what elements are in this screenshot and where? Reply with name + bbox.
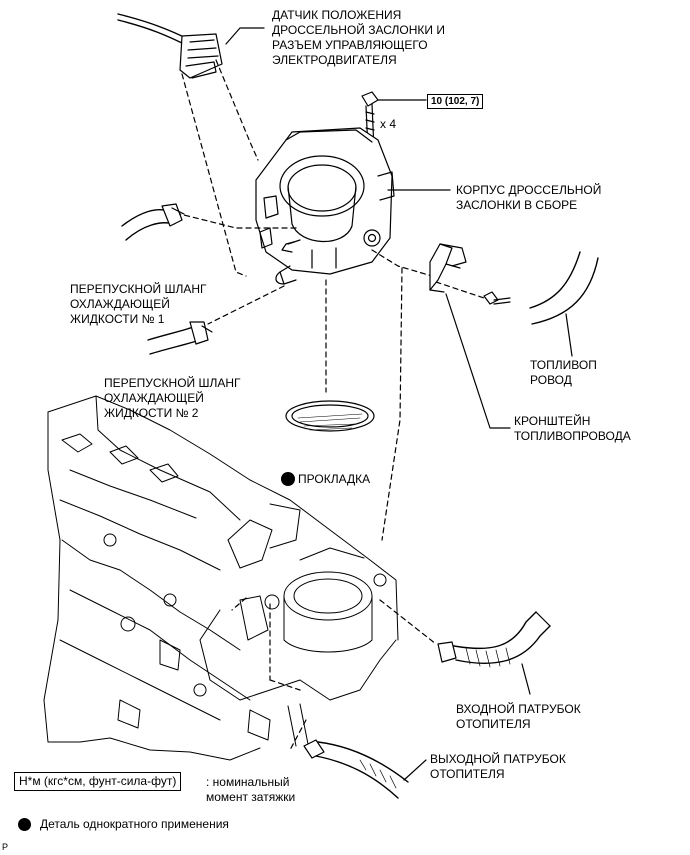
dash-tb-4 xyxy=(381,267,403,541)
dash-tb-6 xyxy=(435,281,485,299)
dash-tb-3 xyxy=(371,249,433,277)
fuel-pipe-drawing xyxy=(529,251,599,325)
legend-non-reusable: Деталь однократного применения xyxy=(40,817,229,831)
corner-code: P xyxy=(2,842,9,852)
bypass-hose-2-drawing xyxy=(147,321,213,355)
leader-tps xyxy=(225,27,265,45)
heater-inlet-drawing xyxy=(437,611,551,668)
dash-engine-4 xyxy=(379,599,437,645)
dash-tb-1 xyxy=(179,213,297,229)
legend-torque-unit: Н*м (кгс*см, фунт-сила-фут) xyxy=(14,772,182,791)
legend-dot-icon xyxy=(18,818,31,831)
leader-fuel-pipe xyxy=(565,313,573,357)
bypass-hose-1-drawing xyxy=(121,203,185,241)
throttle-body-drawing xyxy=(255,127,395,285)
gasket-drawing xyxy=(285,400,375,432)
dash-tb-2 xyxy=(207,285,285,325)
torque-spec-box: 10 (102, 7) xyxy=(427,94,484,109)
fuel-bracket-drawing xyxy=(429,243,467,293)
dash-engine-2 xyxy=(231,597,247,611)
bracket-bolt-drawing xyxy=(483,291,511,305)
dash-engine-3 xyxy=(269,679,301,691)
bolt-count: x 4 xyxy=(380,117,397,131)
label-fuel-pipe: ТОПЛИВОП РОВОД xyxy=(530,358,597,387)
label-gasket: ПРОКЛАДКА xyxy=(298,472,371,486)
label-heater-inlet: ВХОДНОЙ ПАТРУБОК ОТОПИТЕЛЯ xyxy=(456,702,581,731)
label-bypass-hose-2: ПЕРЕПУСКНОЙ ШЛАНГ ОХЛАЖДАЮЩЕЙ ЖИДКОСТИ №… xyxy=(104,376,241,420)
label-fuel-pipe-bracket: КРОНШТЕЙН ТОПЛИВОПРОВОДА xyxy=(514,414,631,443)
dash-tps-2 xyxy=(181,73,247,277)
dash-tps-1 xyxy=(215,59,259,161)
label-tps-connector: ДАТЧИК ПОЛОЖЕНИЯ ДРОССЕЛЬНОЙ ЗАСЛОНКИ И … xyxy=(272,8,445,67)
legend-torque-desc: : номинальный момент затяжки xyxy=(206,775,296,804)
non-reusable-dot-icon xyxy=(281,472,295,486)
leader-heater-inlet xyxy=(521,663,531,695)
label-heater-outlet: ВЫХОДНОЙ ПАТРУБОК ОТОПИТЕЛЯ xyxy=(430,752,566,781)
leader-bracket xyxy=(445,293,511,429)
tps-connector-drawing xyxy=(117,13,223,79)
dash-engine-5 xyxy=(289,719,307,751)
bolt-drawing xyxy=(361,91,427,151)
label-bypass-hose-1: ПЕРЕПУСКНОЙ ШЛАНГ ОХЛАЖДАЮЩЕЙ ЖИДКОСТИ №… xyxy=(70,282,207,326)
engine-drawing xyxy=(43,395,399,761)
heater-outlet-drawing xyxy=(303,739,409,799)
label-throttle-body: КОРПУС ДРОССЕЛЬНОЙ ЗАСЛОНКИ В СБОРЕ xyxy=(456,183,602,212)
leader-heater-outlet xyxy=(403,759,427,781)
